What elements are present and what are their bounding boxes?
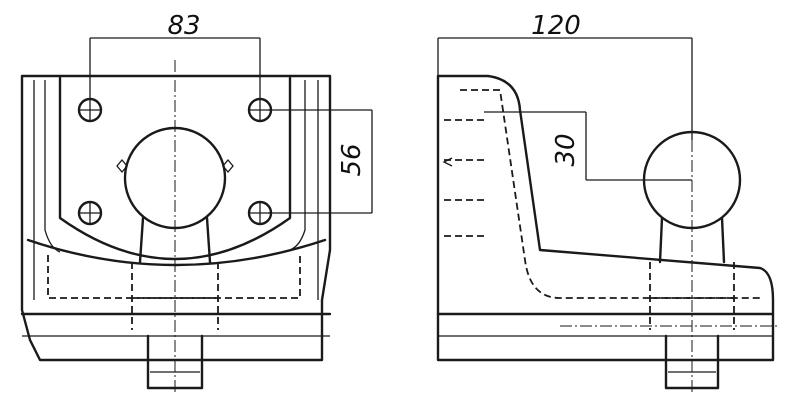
- plate-lower-edge: [26, 238, 327, 267]
- side-ball-neck: [658, 216, 726, 264]
- front-inner-left: [44, 80, 61, 253]
- dimension-83-label: 83: [167, 11, 200, 41]
- front-inner-right: [289, 80, 306, 251]
- side-body-outline: [436, 74, 775, 362]
- dimension-56-lines: [268, 109, 373, 214]
- front-hidden-base: [47, 255, 301, 299]
- dimension-30-lines: [484, 111, 692, 181]
- side-hidden-slots: [444, 119, 484, 237]
- side-view: [436, 74, 780, 392]
- dimension-120-lines: [437, 37, 693, 140]
- side-hidden-profile: [460, 89, 760, 299]
- front-hidden-shank: [131, 262, 219, 330]
- front-bracket-outline: [20, 74, 332, 362]
- tow-ball-neck: [138, 216, 212, 264]
- mounting-plate: [58, 76, 292, 261]
- dimension-30: 30: [484, 111, 692, 181]
- dimension-83-lines: [89, 37, 261, 100]
- dimension-83: 83: [89, 11, 261, 100]
- side-hidden-shank: [649, 262, 735, 330]
- dimension-120-label: 120: [531, 11, 581, 41]
- bolt-hole-crosses: [78, 98, 272, 225]
- side-arrow-marker: [442, 157, 453, 167]
- dimension-56: 56: [268, 109, 373, 214]
- dimension-56-label: 56: [337, 143, 367, 176]
- front-markers: [116, 158, 234, 174]
- dimension-120: 120: [437, 11, 693, 140]
- dimension-30-label: 30: [551, 133, 581, 166]
